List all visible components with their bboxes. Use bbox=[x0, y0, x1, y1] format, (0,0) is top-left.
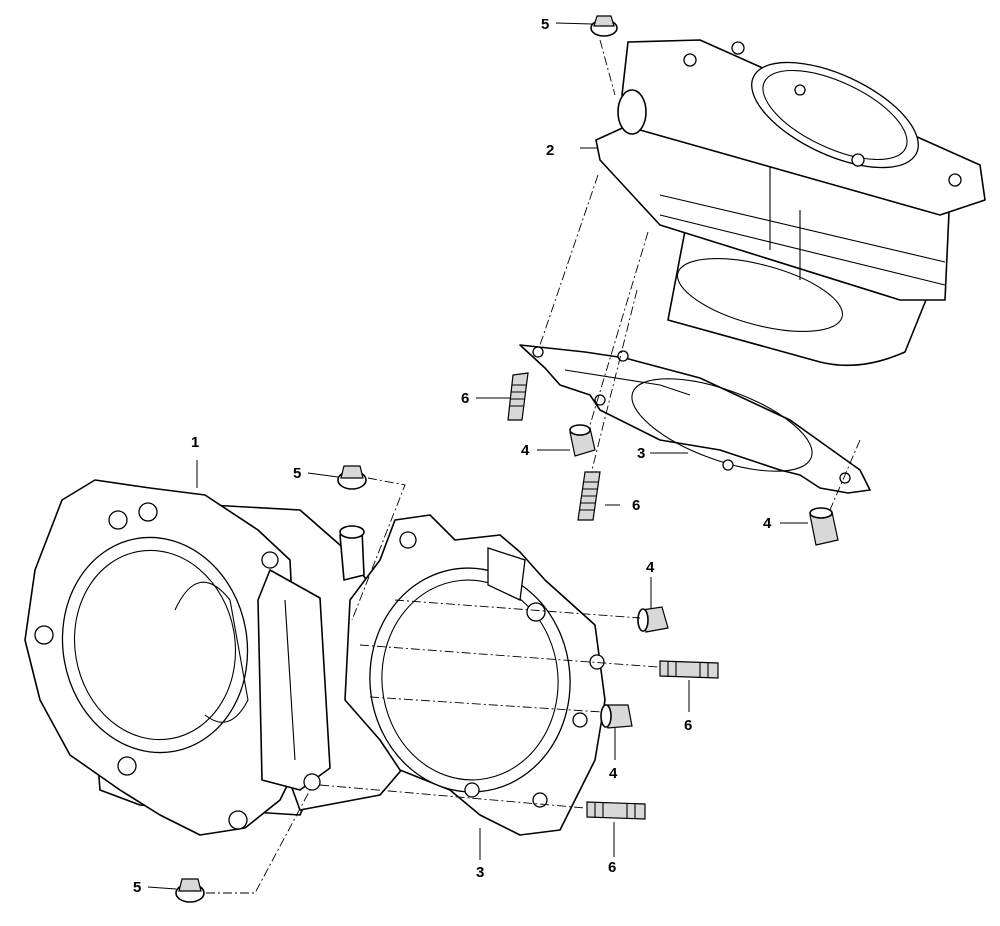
dowel-pin-a bbox=[569, 424, 596, 457]
dowel-pin-d bbox=[600, 704, 633, 729]
flange-nut-bottom bbox=[175, 878, 205, 903]
dowel-pin-c bbox=[637, 606, 669, 633]
front-cylinder-part-1 bbox=[24, 479, 421, 836]
callout-3-front-gasket: 3 bbox=[476, 864, 484, 881]
stud-c bbox=[659, 660, 719, 679]
callout-6-c: 6 bbox=[684, 717, 692, 734]
callout-leaders bbox=[147, 22, 808, 890]
callout-1: 1 bbox=[191, 434, 199, 451]
front-gasket-part-3 bbox=[344, 514, 606, 836]
rear-gasket-part-3 bbox=[519, 344, 871, 494]
stud-b bbox=[577, 471, 601, 521]
callout-5-top: 5 bbox=[541, 16, 549, 33]
assembly-lines bbox=[206, 39, 861, 894]
callout-2: 2 bbox=[546, 142, 554, 159]
rear-cylinder-part-2 bbox=[595, 39, 986, 367]
flange-nut-middle bbox=[337, 465, 367, 490]
callout-6-d: 6 bbox=[608, 859, 616, 876]
callout-4-b: 4 bbox=[763, 515, 772, 532]
stud-d bbox=[586, 801, 646, 820]
callout-3-rear-gasket: 3 bbox=[637, 445, 645, 462]
callout-4-c: 4 bbox=[646, 559, 655, 576]
callout-4-d: 4 bbox=[609, 765, 618, 782]
callout-6-b: 6 bbox=[632, 497, 640, 514]
callout-5-middle: 5 bbox=[293, 465, 301, 482]
flange-nut-top bbox=[590, 15, 618, 37]
stud-a bbox=[507, 372, 529, 421]
dowel-pin-b bbox=[809, 507, 839, 546]
callout-6-a: 6 bbox=[461, 390, 469, 407]
callout-4-a: 4 bbox=[521, 442, 530, 459]
callout-5-bottom: 5 bbox=[133, 879, 141, 896]
